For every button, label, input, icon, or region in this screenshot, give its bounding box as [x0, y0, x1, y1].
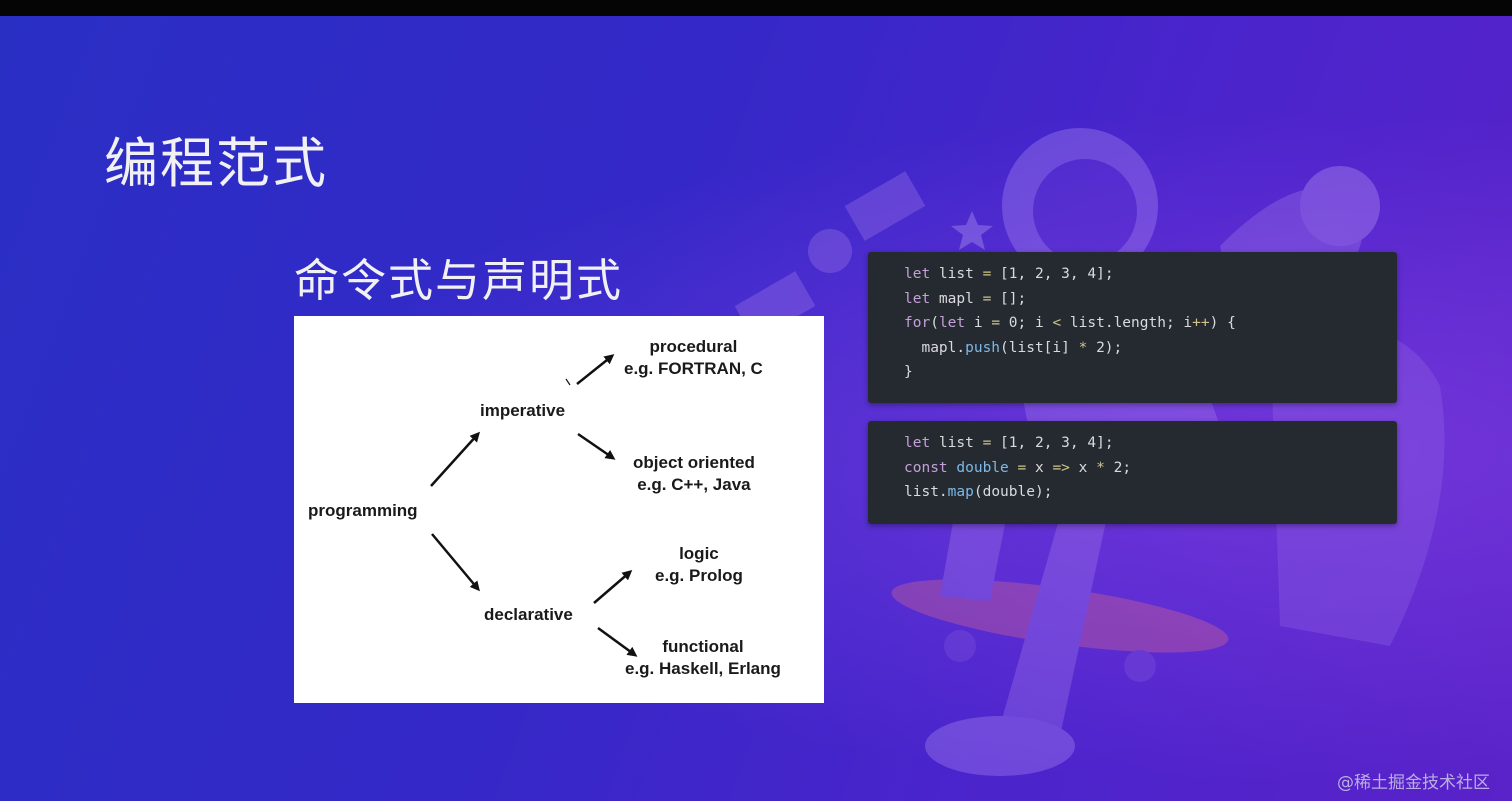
code-line: }	[904, 364, 913, 380]
node-procedural-example: e.g. FORTRAN, C	[624, 359, 763, 378]
top-bar	[0, 0, 1512, 16]
code-block-declarative: let list = [1, 2, 3, 4]; const double = …	[868, 421, 1397, 524]
node-declarative: declarative	[484, 604, 573, 626]
node-functional-example: e.g. Haskell, Erlang	[625, 659, 781, 678]
code-line: list.map(double);	[904, 484, 1053, 500]
node-object-oriented: object oriented e.g. C++, Java	[633, 452, 755, 496]
node-imperative-label: imperative	[480, 401, 566, 420]
watermark: @稀土掘金技术社区	[1337, 773, 1490, 793]
slide: 编程范式 命令式与声明式 programming	[0, 16, 1512, 801]
arrow-declarative-logic	[593, 570, 633, 604]
small-mark-arrow	[565, 378, 571, 386]
code-line: let mapl = [];	[904, 290, 1027, 307]
arrow-declarative-functional	[597, 626, 638, 657]
paradigm-diagram: programming imperative declarative proce…	[294, 316, 824, 703]
node-logic: logic e.g. Prolog	[655, 543, 743, 587]
node-declarative-label: declarative	[484, 605, 573, 624]
code-line: const double = x => x * 2;	[904, 459, 1132, 476]
arrow-imperative-procedural	[576, 354, 615, 385]
node-programming-label: programming	[308, 501, 418, 520]
code-line: let list = [1, 2, 3, 4];	[904, 435, 1114, 451]
node-procedural-title: procedural	[649, 337, 738, 356]
slide-subtitle: 命令式与声明式	[294, 254, 624, 307]
node-oo-example: e.g. C++, Java	[637, 475, 751, 494]
arrow-programming-declarative	[431, 533, 480, 592]
arrow-imperative-oo	[577, 432, 616, 460]
node-functional-title: functional	[662, 637, 744, 656]
node-functional: functional e.g. Haskell, Erlang	[625, 636, 781, 680]
node-programming: programming	[308, 500, 418, 522]
diagram-arrows	[430, 354, 638, 657]
code-block-imperative: let list = [1, 2, 3, 4]; let mapl = []; …	[868, 252, 1397, 403]
node-procedural: procedural e.g. FORTRAN, C	[624, 336, 763, 380]
node-logic-example: e.g. Prolog	[655, 566, 743, 585]
code-line: for(let i = 0; i < list.length; i++) {	[904, 315, 1236, 331]
arrow-programming-imperative	[430, 431, 481, 487]
code-line: let list = [1, 2, 3, 4];	[904, 266, 1114, 282]
code-line: mapl.push(list[i] * 2);	[904, 339, 1123, 356]
node-oo-title: object oriented	[633, 453, 755, 472]
node-logic-title: logic	[679, 544, 719, 563]
node-imperative: imperative	[480, 400, 565, 422]
slide-title: 编程范式	[104, 132, 328, 195]
